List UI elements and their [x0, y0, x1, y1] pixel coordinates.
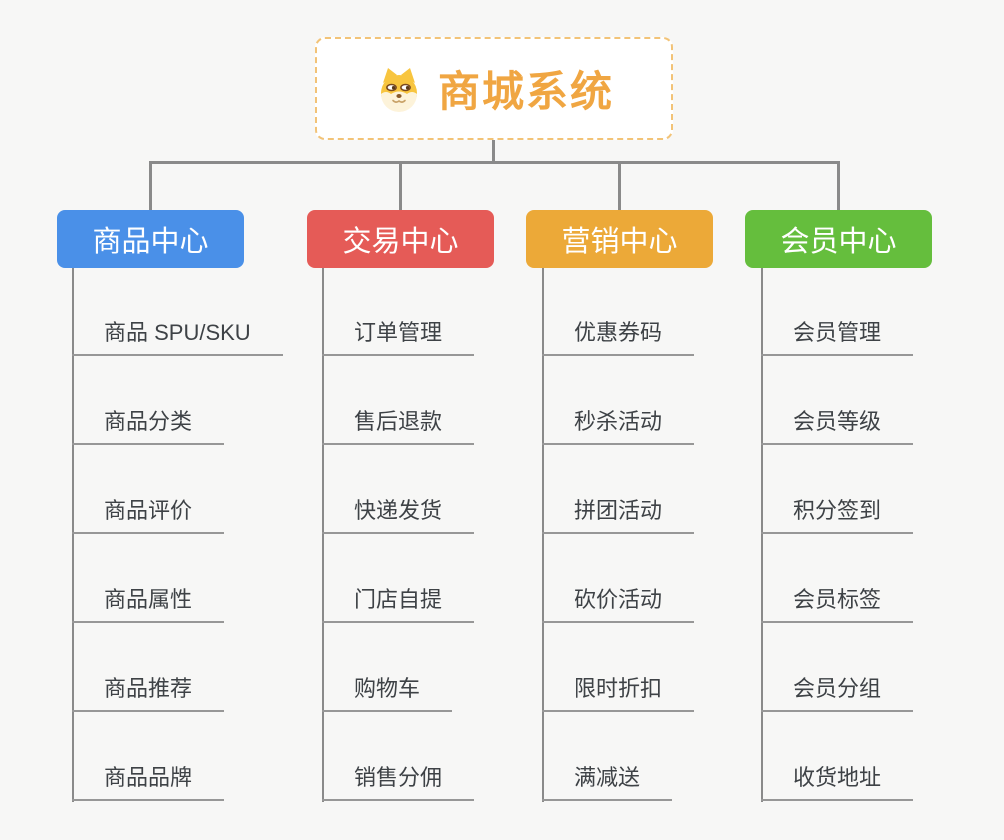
connector-drop-trade — [399, 161, 402, 210]
leaf-flash-sale[interactable]: 秒杀活动 — [542, 408, 695, 445]
leaf-member-level[interactable]: 会员等级 — [761, 408, 914, 445]
tree-line-member — [761, 268, 763, 802]
branch-member-center[interactable]: 会员中心 — [745, 210, 932, 268]
branch-trade-center[interactable]: 交易中心 — [307, 210, 494, 268]
root-title: 商城系统 — [437, 68, 614, 115]
leaf-order-management[interactable]: 订单管理 — [322, 319, 475, 356]
leaf-full-reduction[interactable]: 满减送 — [542, 764, 673, 801]
connector-drop-member — [837, 161, 840, 210]
leaf-product-attribute[interactable]: 商品属性 — [72, 586, 225, 623]
leaf-limited-time-discount[interactable]: 限时折扣 — [542, 675, 695, 712]
tree-line-trade — [322, 268, 324, 802]
leaf-member-tag[interactable]: 会员标签 — [761, 586, 914, 623]
leaf-after-sales-refund[interactable]: 售后退款 — [322, 408, 475, 445]
leaf-product-brand[interactable]: 商品品牌 — [72, 764, 225, 801]
leaf-product-recommend[interactable]: 商品推荐 — [72, 675, 225, 712]
leaf-coupon-code[interactable]: 优惠券码 — [542, 319, 695, 356]
leaf-product-review[interactable]: 商品评价 — [72, 497, 225, 534]
leaf-points-checkin[interactable]: 积分签到 — [761, 497, 914, 534]
leaf-member-group[interactable]: 会员分组 — [761, 675, 914, 712]
leaf-bargain-activity[interactable]: 砍价活动 — [542, 586, 695, 623]
leaf-store-pickup[interactable]: 门店自提 — [322, 586, 475, 623]
leaf-member-management[interactable]: 会员管理 — [761, 319, 914, 356]
connector-drop-product — [149, 161, 152, 210]
tree-line-marketing — [542, 268, 544, 802]
leaf-product-spu-sku[interactable]: 商品 SPU/SKU — [72, 319, 283, 356]
leaf-shopping-cart[interactable]: 购物车 — [322, 675, 453, 712]
leaf-product-category[interactable]: 商品分类 — [72, 408, 225, 445]
tree-line-product — [72, 268, 74, 802]
leaf-sales-commission[interactable]: 销售分佣 — [322, 764, 475, 801]
root-node-mall-system[interactable]: 商城系统 — [315, 37, 673, 140]
dog-face-icon — [380, 67, 417, 112]
connector-horizontal — [149, 161, 839, 164]
leaf-express-delivery[interactable]: 快递发货 — [322, 497, 475, 534]
leaf-group-buy[interactable]: 拼团活动 — [542, 497, 695, 534]
connector-drop-marketing — [618, 161, 621, 210]
branch-label: 营销中心 — [561, 226, 678, 258]
branch-product-center[interactable]: 商品中心 — [57, 210, 244, 268]
branch-marketing-center[interactable]: 营销中心 — [526, 210, 713, 268]
branch-label: 商品中心 — [92, 226, 209, 258]
branch-label: 会员中心 — [780, 226, 897, 258]
connector-root-drop — [492, 139, 495, 163]
leaf-shipping-address[interactable]: 收货地址 — [761, 764, 914, 801]
branch-label: 交易中心 — [342, 226, 459, 258]
